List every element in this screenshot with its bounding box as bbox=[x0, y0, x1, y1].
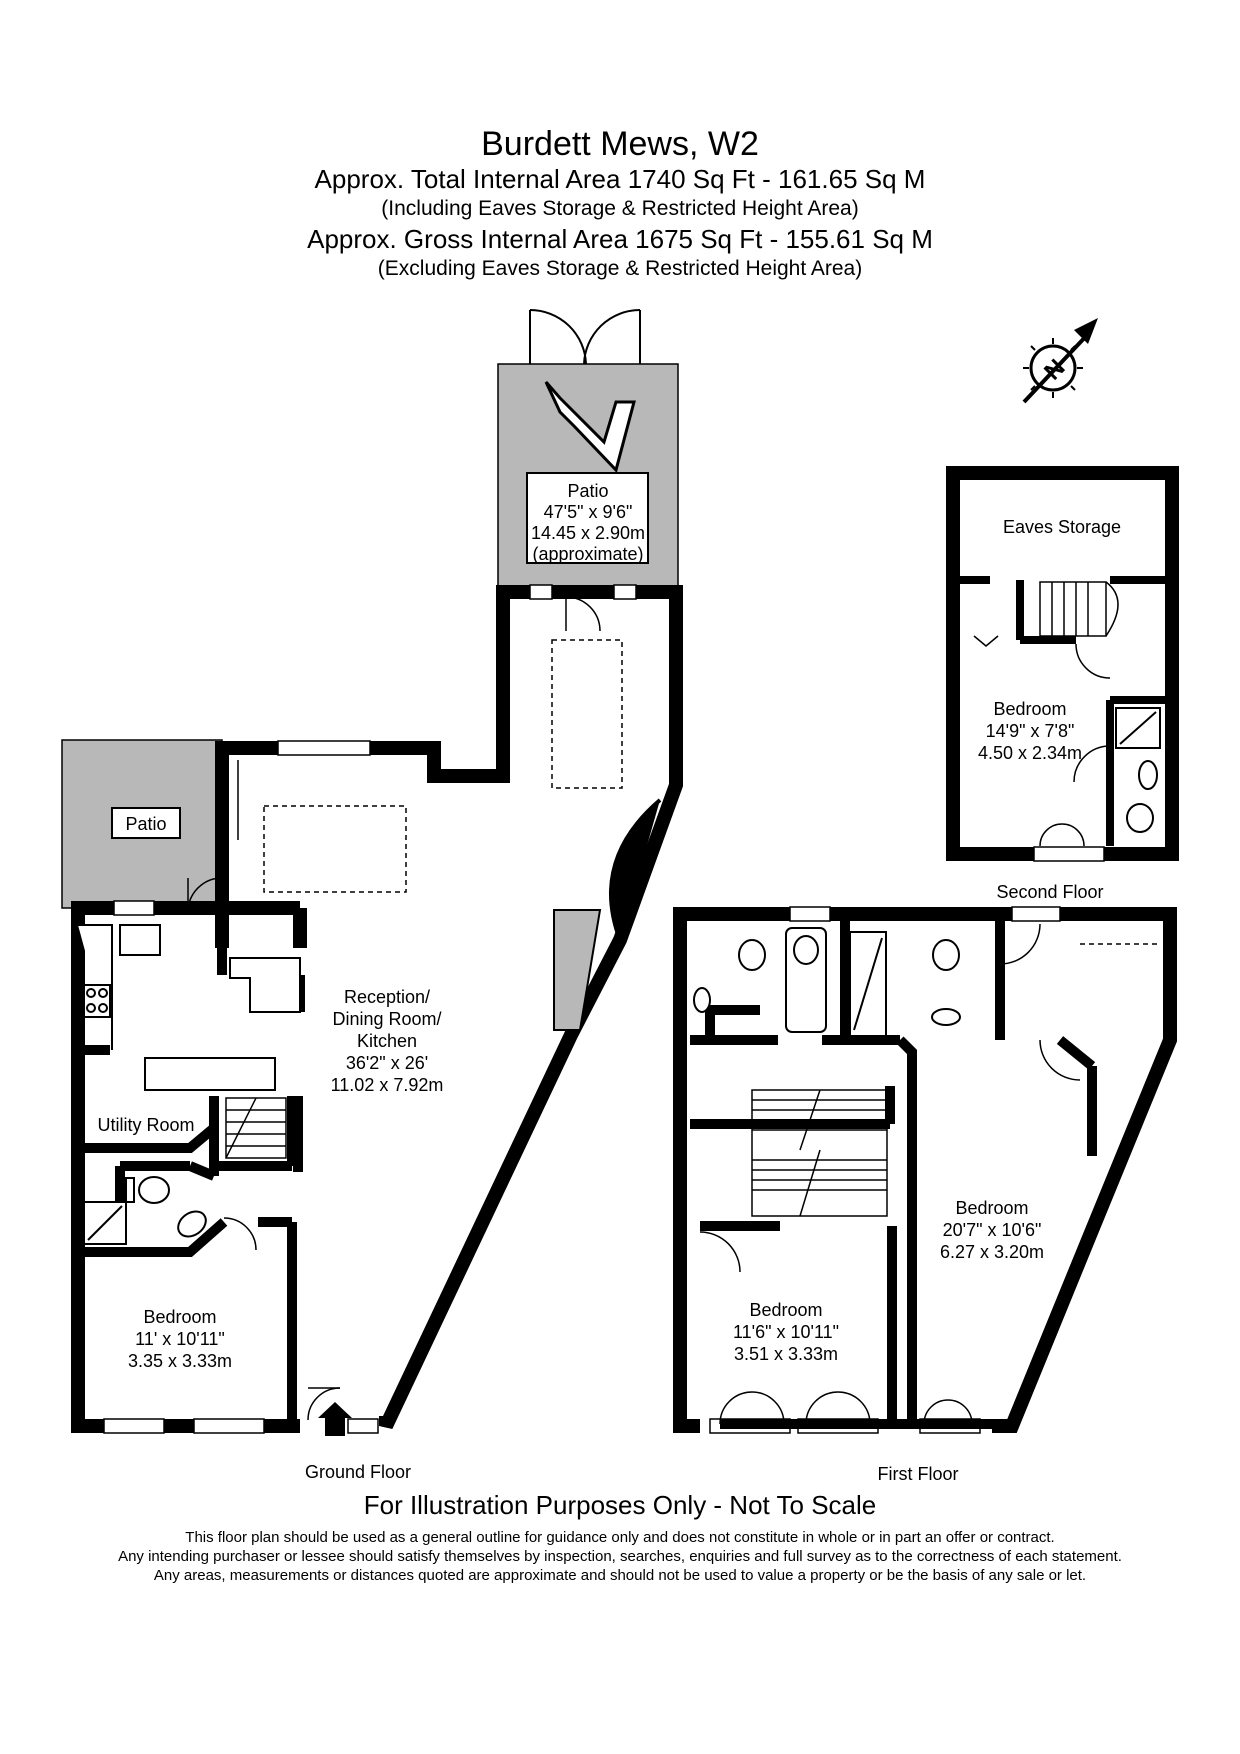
eaves-storage-name: Eaves Storage bbox=[1003, 517, 1121, 537]
first-floor-bath-fixtures bbox=[693, 927, 961, 1037]
gross-internal-area: Approx. Gross Internal Area 1675 Sq Ft -… bbox=[307, 224, 933, 254]
reception-name-1: Reception/ bbox=[344, 987, 430, 1007]
ground-floor-plan: Patio 47'5" x 9'6" 14.45 x 2.90m (approx… bbox=[61, 309, 683, 1482]
kitchen-units bbox=[78, 924, 301, 1091]
bedroom-first-left-imperial: 11'6" x 10'11" bbox=[733, 1322, 839, 1342]
north-arrow-icon: N bbox=[1022, 318, 1098, 404]
second-floor-doors bbox=[973, 635, 1111, 847]
patio-garden-doors bbox=[529, 309, 641, 365]
disclaimer-line-3: Any areas, measurements or distances quo… bbox=[153, 1567, 1087, 1584]
patio-top-imperial: 47'5" x 9'6" bbox=[544, 502, 633, 522]
not-to-scale-note: For Illustration Purposes Only - Not To … bbox=[363, 1490, 877, 1520]
bedroom-first-left-name: Bedroom bbox=[749, 1300, 822, 1320]
bedroom-first-right-name: Bedroom bbox=[955, 1198, 1028, 1218]
first-floor-doors bbox=[699, 923, 1081, 1425]
bedroom-second-imperial: 14'9" x 7'8" bbox=[986, 721, 1075, 741]
reception-name-3: Kitchen bbox=[357, 1031, 417, 1051]
reception-imperial: 36'2" x 26' bbox=[346, 1053, 428, 1073]
patio-steps bbox=[544, 381, 636, 473]
patio-left-name: Patio bbox=[125, 814, 166, 834]
bedroom-second-metric: 4.50 x 2.34m bbox=[978, 743, 1082, 763]
bedroom-first-left-metric: 3.51 x 3.33m bbox=[734, 1344, 838, 1364]
disclaimer-line-2: Any intending purchaser or lessee should… bbox=[118, 1548, 1122, 1565]
second-floor-stairs bbox=[1039, 581, 1119, 637]
bedroom-ground-imperial: 11' x 10'11" bbox=[135, 1329, 225, 1349]
gross-area-note: (Excluding Eaves Storage & Restricted He… bbox=[377, 257, 863, 280]
second-floor-bath-fixtures bbox=[1115, 707, 1161, 833]
bedroom-second-name: Bedroom bbox=[993, 699, 1066, 719]
second-floor-label: Second Floor bbox=[996, 882, 1103, 902]
total-area-note: (Including Eaves Storage & Restricted He… bbox=[381, 197, 859, 220]
bedroom-first-right-imperial: 20'7" x 10'6" bbox=[943, 1220, 1042, 1240]
property-title: Burdett Mews, W2 bbox=[481, 125, 759, 163]
bedroom-ground-name: Bedroom bbox=[143, 1307, 216, 1327]
patio-label-box bbox=[526, 472, 649, 564]
ground-stairs bbox=[225, 1097, 287, 1159]
first-floor-stairs bbox=[751, 1089, 888, 1217]
reception-metric: 11.02 x 7.92m bbox=[331, 1075, 444, 1095]
patio-top-name: Patio bbox=[567, 481, 608, 501]
total-internal-area: Approx. Total Internal Area 1740 Sq Ft -… bbox=[314, 164, 926, 194]
first-floor-plan: Bedroom 11'6" x 10'11" 3.51 x 3.33m Bedr… bbox=[673, 906, 1177, 1484]
reception-name-2: Dining Room/ bbox=[332, 1009, 441, 1029]
patio-top-metric: 14.45 x 2.90m bbox=[531, 523, 645, 543]
ground-floor-label: Ground Floor bbox=[305, 1462, 411, 1482]
patio-left-label-box bbox=[111, 807, 181, 839]
header: Burdett Mews, W2 Approx. Total Internal … bbox=[0, 124, 1240, 284]
disclaimer-line-1: This floor plan should be used as a gene… bbox=[185, 1529, 1055, 1546]
skylights-ground bbox=[263, 639, 623, 893]
second-floor-plan: Eaves Storage Bedroom 14'9" x 7'8" 4.50 … bbox=[946, 466, 1179, 902]
footer: For Illustration Purposes Only - Not To … bbox=[0, 1488, 1240, 1585]
utility-room-name: Utility Room bbox=[97, 1115, 194, 1135]
bedroom-ground-metric: 3.35 x 3.33m bbox=[128, 1351, 232, 1371]
ground-doors bbox=[187, 596, 601, 1421]
first-floor-label: First Floor bbox=[878, 1464, 959, 1484]
patio-top-approx: (approximate) bbox=[532, 544, 643, 564]
entrance-arrow-icon bbox=[318, 1402, 352, 1436]
bedroom-first-right-metric: 6.27 x 3.20m bbox=[940, 1242, 1044, 1262]
ground-bathroom-fixtures bbox=[83, 1176, 207, 1245]
